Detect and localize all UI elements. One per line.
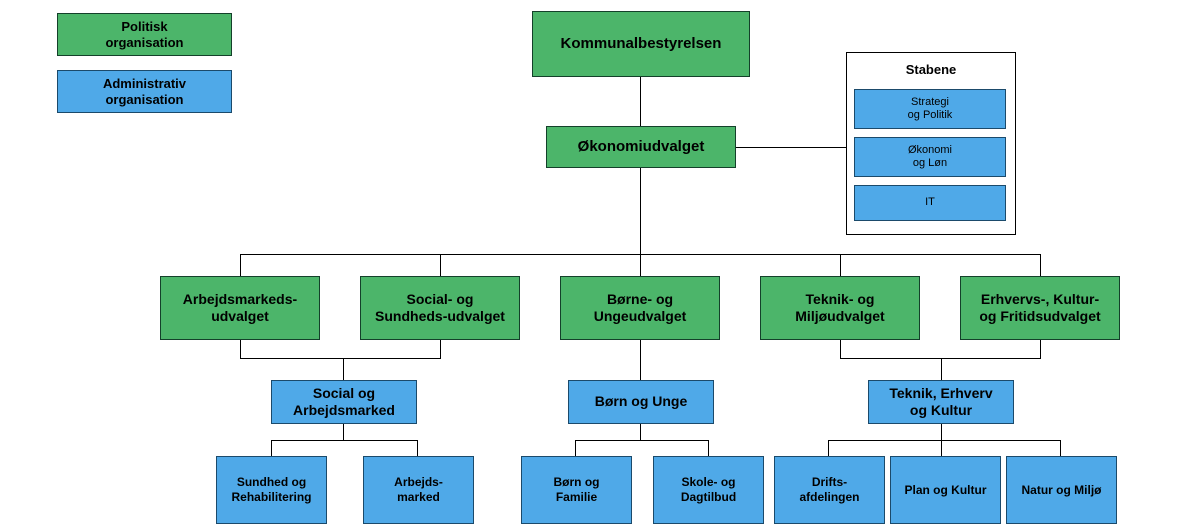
node-okonomiudvalget-label: Økonomiudvalget	[577, 137, 705, 155]
node-social-og-arbejdsmarked-line2: Arbejdsmarked	[293, 402, 395, 418]
node-social-og-arbejdsmarked[interactable]: Social og Arbejdsmarked	[271, 380, 417, 424]
node-stab-okonomi-og-lon-line1: Økonomi	[907, 143, 953, 156]
drop-dept-6	[941, 440, 942, 456]
node-stab-okonomi-og-lon-line2: og Løn	[912, 157, 948, 169]
connector-to-dir3	[941, 358, 942, 380]
connector-dir2-down	[640, 424, 641, 440]
drop-committee-5	[1040, 254, 1041, 276]
drop-dept-4	[708, 440, 709, 456]
node-skole-og-dagtilbud[interactable]: Skole- og Dagtilbud	[653, 456, 764, 524]
node-sundhed-og-rehabilitering-line1: Sundhed og	[236, 475, 307, 490]
drop-dept-3	[575, 440, 576, 456]
legend-administrative-line2: organisation	[105, 91, 184, 107]
connector-c1-down	[240, 340, 241, 358]
node-erhvervs-kultur-og-fritidsudvalget[interactable]: Erhvervs-, Kultur- og Fritidsudvalget	[960, 276, 1120, 340]
node-stab-strategi-og-politik-line2: og Politik	[907, 109, 953, 121]
node-social-og-arbejdsmarked-line1: Social og	[312, 384, 376, 401]
panel-stabene-title: Stabene	[905, 62, 957, 77]
node-driftsafdelingen[interactable]: Drifts- afdelingen	[774, 456, 885, 524]
node-plan-og-kultur-line1: Plan og Kultur	[904, 482, 987, 497]
node-borne-og-ungeudvalget[interactable]: Børne- og Ungeudvalget	[560, 276, 720, 340]
node-stab-strategi-og-politik[interactable]: Strategi og Politik	[854, 89, 1006, 129]
connector-c3-down	[640, 340, 641, 380]
node-erhvervs-kultur-og-fritidsudvalget-line2: og Fritidsudvalget	[979, 308, 1101, 324]
connector-dir2-bus	[575, 440, 708, 441]
node-arbejdsmarkedsudvalget-line2: udvalget	[211, 308, 269, 324]
node-born-og-familie-line1: Børn og	[553, 475, 600, 490]
legend-political-line2: organisation	[105, 34, 184, 50]
drop-committee-4	[840, 254, 841, 276]
connector-ou-down	[640, 168, 641, 254]
node-natur-og-miljo[interactable]: Natur og Miljø	[1006, 456, 1117, 524]
drop-committee-2	[440, 254, 441, 276]
drop-committee-3	[640, 254, 641, 276]
node-teknik-erhverv-og-kultur[interactable]: Teknik, Erhverv og Kultur	[868, 380, 1014, 424]
connector-kb-to-ou	[640, 77, 641, 126]
node-stab-okonomi-og-lon[interactable]: Økonomi og Løn	[854, 137, 1006, 177]
node-arbejdsmarked[interactable]: Arbejds- marked	[363, 456, 474, 524]
node-teknik-og-miljoudvalget-line1: Teknik- og	[805, 290, 875, 307]
node-kommunalbestyrelsen-label: Kommunalbestyrelsen	[560, 34, 722, 52]
node-born-og-familie[interactable]: Børn og Familie	[521, 456, 632, 524]
node-plan-og-kultur[interactable]: Plan og Kultur	[890, 456, 1001, 524]
connector-c1c2-bus	[240, 358, 441, 359]
node-born-og-familie-line2: Familie	[555, 490, 598, 504]
node-arbejdsmarked-line1: Arbejds-	[394, 475, 443, 490]
node-skole-og-dagtilbud-line2: Dagtilbud	[680, 490, 737, 504]
node-stab-strategi-og-politik-line1: Strategi	[911, 95, 949, 108]
node-okonomiudvalget[interactable]: Økonomiudvalget	[546, 126, 736, 168]
node-social-og-sundheds-udvalget[interactable]: Social- og Sundheds-udvalget	[360, 276, 520, 340]
drop-dept-5	[828, 440, 829, 456]
node-sundhed-og-rehabilitering[interactable]: Sundhed og Rehabilitering	[216, 456, 327, 524]
node-skole-og-dagtilbud-line1: Skole- og	[681, 475, 736, 490]
node-driftsafdelingen-line1: Drifts-	[811, 475, 848, 490]
node-arbejdsmarkedsudvalget[interactable]: Arbejdsmarkeds- udvalget	[160, 276, 320, 340]
connector-dir1-bus	[271, 440, 417, 441]
connector-dir3-down	[941, 424, 942, 440]
node-natur-og-miljo-line1: Natur og Miljø	[1021, 482, 1102, 497]
connector-c4c5-bus	[840, 358, 1041, 359]
legend-administrative-box: Administrativ organisation	[57, 70, 232, 113]
connector-dir3-bus	[828, 440, 1060, 441]
drop-dept-7	[1060, 440, 1061, 456]
node-teknik-erhverv-og-kultur-line2: og Kultur	[909, 402, 973, 418]
node-arbejdsmarked-line2: marked	[397, 490, 440, 504]
drop-dept-1	[271, 440, 272, 456]
node-teknik-og-miljoudvalget-line2: Miljøudvalget	[795, 308, 885, 324]
node-social-og-sundheds-udvalget-line2: Sundheds-udvalget	[375, 308, 505, 324]
drop-committee-1	[240, 254, 241, 276]
node-stab-it-line1: IT	[925, 196, 935, 209]
legend-political-box: Politisk organisation	[57, 13, 232, 56]
legend-administrative-line1: Administrativ	[102, 75, 187, 91]
legend-political-line1: Politisk	[121, 18, 168, 34]
connector-c2-down	[440, 340, 441, 358]
node-stab-it[interactable]: IT	[854, 185, 1006, 221]
node-kommunalbestyrelsen[interactable]: Kommunalbestyrelsen	[532, 11, 750, 77]
connector-c4-down	[840, 340, 841, 358]
connector-to-dir1	[343, 358, 344, 380]
node-born-og-unge-line1: Børn og Unge	[594, 393, 688, 410]
node-sundhed-og-rehabilitering-line2: Rehabilitering	[231, 490, 312, 504]
node-social-og-sundheds-udvalget-line1: Social- og	[406, 290, 474, 307]
node-borne-og-ungeudvalget-line1: Børne- og	[606, 290, 674, 307]
node-born-og-unge[interactable]: Børn og Unge	[568, 380, 714, 424]
drop-dept-2	[417, 440, 418, 456]
node-driftsafdelingen-line2: afdelingen	[799, 490, 860, 504]
connector-ou-to-stabene	[736, 147, 846, 148]
node-teknik-og-miljoudvalget[interactable]: Teknik- og Miljøudvalget	[760, 276, 920, 340]
connector-dir1-down	[343, 424, 344, 440]
node-borne-og-ungeudvalget-line2: Ungeudvalget	[593, 308, 687, 324]
node-arbejdsmarkedsudvalget-line1: Arbejdsmarkeds-	[182, 290, 298, 307]
connector-c5-down	[1040, 340, 1041, 358]
node-erhvervs-kultur-og-fritidsudvalget-line1: Erhvervs-, Kultur-	[980, 290, 1100, 307]
node-teknik-erhverv-og-kultur-line1: Teknik, Erhverv	[889, 384, 993, 401]
